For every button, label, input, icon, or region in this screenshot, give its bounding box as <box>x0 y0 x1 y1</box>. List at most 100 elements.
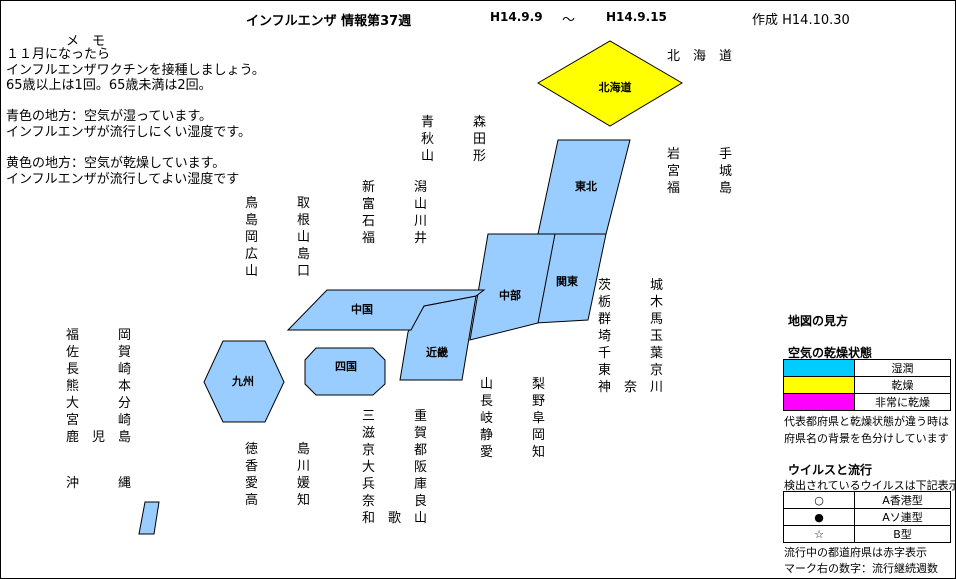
pref-name: 静 岡 <box>480 428 546 443</box>
region-label-tohoku: 東北 <box>575 179 597 193</box>
region-label-hokkaido: 北海道 <box>599 80 632 94</box>
pref-name: 山 口 <box>245 264 311 279</box>
swatch-humid <box>783 359 855 377</box>
pref-name: 福 岡 <box>66 328 132 343</box>
virus-label-b: B型 <box>854 525 951 543</box>
pref-name: 広 島 <box>245 247 311 262</box>
region-shikoku[interactable] <box>304 347 386 396</box>
pref-name: 東 京 <box>598 363 664 378</box>
virus-note-1: 流行中の都道府県は赤字表示 <box>784 546 927 559</box>
created-date: 作成 H14.10.30 <box>752 13 850 28</box>
virus-mark-a-soviet: ● <box>783 508 855 526</box>
region-okinawa[interactable] <box>138 501 160 535</box>
dryness-legend-table: 湿潤 乾燥 非常に乾燥 <box>783 359 951 411</box>
pref-group-kyushu: 福 岡 佐 賀 長 崎 熊 本 大 分 宮 崎 鹿 児 島 <box>66 327 131 446</box>
pref-group-hokkaido: 北 海 道 <box>667 48 732 65</box>
memo-line: インフルエンザが流行してよい湿度です <box>6 171 240 187</box>
pref-group-tohoku-west: 青 森 秋 田 山 形 <box>421 114 486 165</box>
page-title: インフルエンザ 情報第37週 <box>246 14 412 29</box>
pref-name: 京 都 <box>362 443 428 458</box>
memo-line: 黄色の地方：空気が乾燥しています。 <box>6 156 226 172</box>
pref-name: 栃 木 <box>598 295 664 310</box>
memo-line: インフルエンザが流行しにくい湿度です。 <box>6 124 252 140</box>
dryness-note-1: 代表都府県と乾燥状態が違う時は <box>784 415 949 428</box>
virus-label-a-soviet: Aソ連型 <box>854 508 951 526</box>
pref-name: 神 奈 川 <box>598 380 664 395</box>
date-to: H14.9.15 <box>606 10 667 24</box>
region-label-kinki: 近畿 <box>426 345 448 359</box>
virus-subtitle: 検出されているウイルスは下記表示 <box>784 479 956 492</box>
pref-name: 北 海 道 <box>667 49 733 64</box>
pref-name: 埼 玉 <box>598 329 664 344</box>
pref-name: 千 葉 <box>598 346 664 361</box>
pref-name: 岡 山 <box>245 230 311 245</box>
pref-name: 長 崎 <box>66 362 132 377</box>
region-label-chubu: 中部 <box>499 288 521 302</box>
pref-name: 滋 賀 <box>362 426 428 441</box>
pref-group-chubu: 山 梨 長 野 岐 阜 静 岡 愛 知 <box>480 376 545 461</box>
pref-name: 宮 崎 <box>66 413 132 428</box>
pref-name: 福 島 <box>667 181 733 196</box>
pref-group-shikoku: 徳 島 香 川 愛 媛 高 知 <box>245 441 310 509</box>
pref-name: 三 重 <box>362 409 428 424</box>
pref-name: 秋 田 <box>421 132 487 147</box>
virus-mark-a-hongkong: ○ <box>783 491 855 509</box>
memo-line: インフルエンザワクチンを接種しましょう。 <box>6 62 265 78</box>
region-hokkaido[interactable] <box>537 40 683 127</box>
pref-name: 和 歌 山 <box>362 511 428 526</box>
pref-name: 大 分 <box>66 396 132 411</box>
pref-name: 新 潟 <box>362 180 428 195</box>
pref-group-okinawa: 沖 縄 <box>66 475 131 492</box>
pref-name: 群 馬 <box>598 312 664 327</box>
pref-name: 青 森 <box>421 115 487 130</box>
pref-name: 熊 本 <box>66 379 132 394</box>
pref-name: 山 形 <box>421 149 487 164</box>
pref-name: 奈 良 <box>362 494 428 509</box>
memo-line: 65歳以上は1回。65歳未満は2回。 <box>6 78 212 94</box>
memo-line: 青色の地方：空気が湿っています。 <box>6 109 213 125</box>
label-very-dry: 非常に乾燥 <box>854 393 951 411</box>
pref-name: 大 阪 <box>362 460 428 475</box>
pref-group-kanto: 茨 城 栃 木 群 馬 埼 玉 千 葉 東 京 神 奈 川 <box>598 277 663 396</box>
virus-note-2: マーク右の数字：流行継続週数 <box>784 562 938 575</box>
label-dry: 乾燥 <box>854 376 951 394</box>
legend-title: 地図の見方 <box>788 314 849 328</box>
memo-text: １１月になったら インフルエンザワクチンを接種しましょう。 65歳以上は1回。6… <box>6 47 265 187</box>
pref-name: 香 川 <box>245 459 311 474</box>
pref-name: 徳 島 <box>245 442 311 457</box>
pref-name: 岐 阜 <box>480 411 546 426</box>
pref-group-kinki: 三 重 滋 賀 京 都 大 阪 兵 庫 奈 良 和 歌 山 <box>362 408 427 527</box>
virus-label-a-hongkong: A香港型 <box>854 491 951 509</box>
region-chugoku[interactable] <box>286 289 486 331</box>
pref-name: 岩 手 <box>667 147 733 162</box>
virus-mark-b: ☆ <box>783 525 855 543</box>
pref-name: 鳥 取 <box>245 196 311 211</box>
pref-name: 長 野 <box>480 394 546 409</box>
virus-legend-table: ○ A香港型 ● Aソ連型 ☆ B型 <box>783 491 951 543</box>
region-label-shikoku: 四国 <box>335 360 357 373</box>
date-from: H14.9.9 <box>490 10 543 24</box>
region-kyushu[interactable] <box>203 340 285 423</box>
pref-group-tohoku-east: 岩 手 宮 城 福 島 <box>667 146 732 197</box>
swatch-dry <box>783 376 855 394</box>
swatch-very-dry <box>783 393 855 411</box>
pref-group-hokuriku: 新 潟 富 山 石 川 福 井 <box>362 179 427 247</box>
label-humid: 湿潤 <box>854 359 951 377</box>
pref-name: 佐 賀 <box>66 345 132 360</box>
pref-name: 鹿 児 島 <box>66 430 132 445</box>
memo-line: １１月になったら <box>6 47 111 62</box>
pref-name: 石 川 <box>362 214 428 229</box>
pref-name: 山 梨 <box>480 377 546 392</box>
date-tilde: ～ <box>562 13 576 28</box>
pref-name: 宮 城 <box>667 164 733 179</box>
region-chubu[interactable] <box>469 233 556 341</box>
pref-name: 島 根 <box>245 213 311 228</box>
region-label-kyushu: 九州 <box>231 374 254 388</box>
pref-name: 愛 知 <box>480 445 546 460</box>
region-label-kanto: 関東 <box>556 274 579 288</box>
pref-name: 茨 城 <box>598 278 664 293</box>
pref-group-chugoku: 鳥 取 島 根 岡 山 広 島 山 口 <box>245 195 310 280</box>
pref-name: 高 知 <box>245 493 311 508</box>
pref-name: 福 井 <box>362 231 428 246</box>
memo-heading: メ モ <box>66 34 106 49</box>
